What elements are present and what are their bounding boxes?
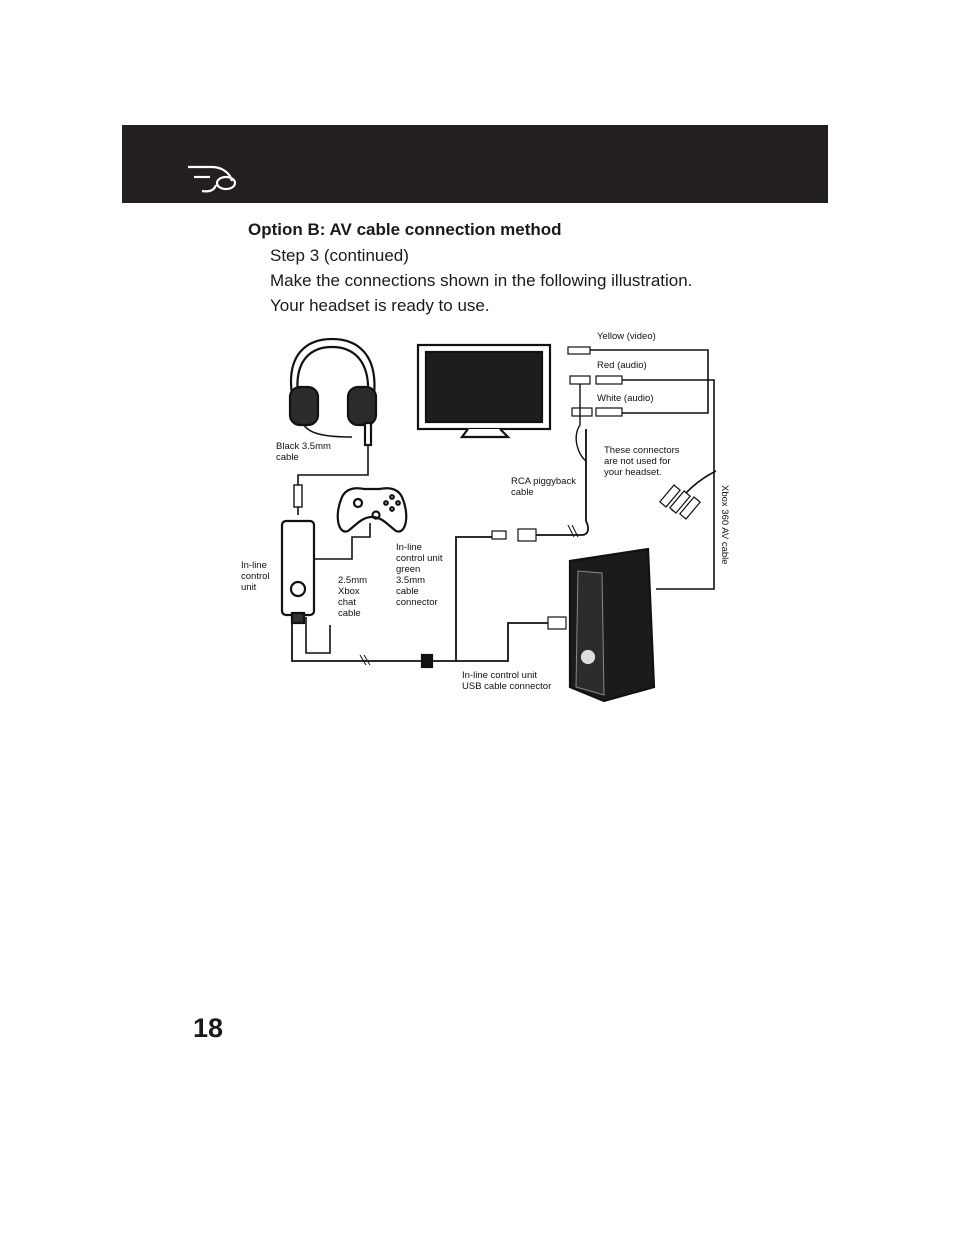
label-usb-connector: In-line control unit USB cable connector: [462, 670, 552, 692]
label-red-audio: Red (audio): [597, 360, 647, 371]
label-inline-control-unit: In-line control unit: [241, 560, 270, 593]
label-av-cable: Xbox 360 AV cable: [719, 485, 730, 565]
section-title: Option B: AV cable connection method: [248, 220, 562, 239]
icon-name: turtle-beach-logo-icon: [0, 0, 1, 1]
label-rca-piggyback: RCA piggyback cable: [511, 476, 576, 498]
label-white-audio: White (audio): [597, 393, 654, 404]
page-number: 18: [193, 1013, 224, 1043]
step-result: Your headset is ready to use.: [270, 296, 490, 315]
tv-icon: [416, 343, 552, 439]
step-instruction: Make the connections shown in the follow…: [270, 271, 693, 290]
headset-icon: [288, 337, 378, 447]
controller-icon: [336, 487, 408, 533]
diagram-drawing: [280, 337, 717, 703]
label-chat-cable: 2.5mm Xbox chat cable: [338, 575, 368, 619]
header-band: [122, 125, 828, 203]
step-heading: Step 3 (continued): [270, 246, 409, 265]
label-unused-connectors: These connectors are not used for your h…: [604, 445, 680, 478]
inline-control-unit-icon: [280, 519, 316, 625]
turtle-beach-logo-icon: [188, 165, 237, 193]
label-black-cable: Black 3.5mm cable: [276, 441, 331, 463]
label-yellow-video: Yellow (video): [597, 331, 656, 342]
xbox-console-icon: [568, 547, 656, 703]
label-green-connector: In-line control unit green 3.5mm cable c…: [396, 542, 443, 608]
connection-diagram: Yellow (video) Red (audio) White (audio)…: [230, 325, 740, 710]
